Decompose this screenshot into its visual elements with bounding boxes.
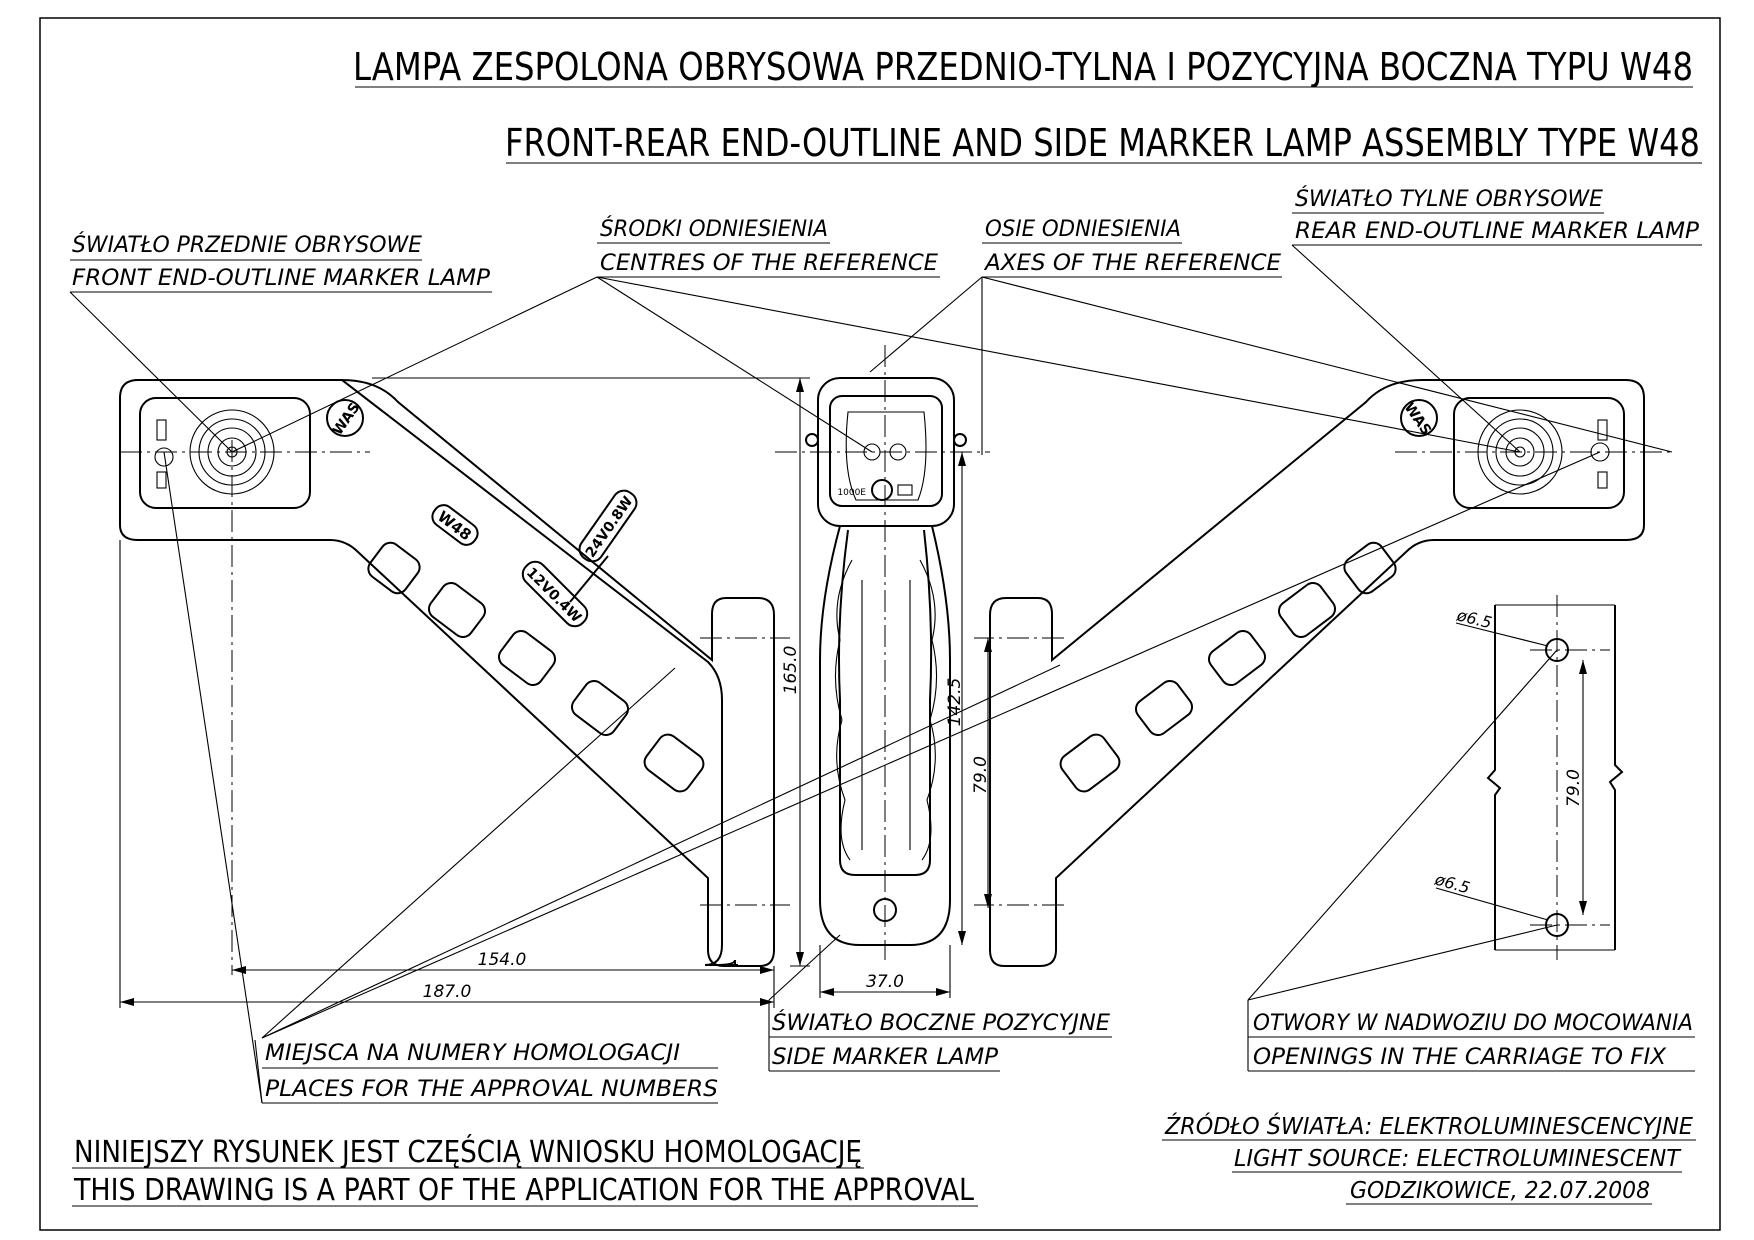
axes-callout: OSIE ODNIESIENIA AXES OF THE REFERENCE xyxy=(982,217,1282,278)
hole-diameter-bottom: ø6.5 xyxy=(1432,869,1472,897)
svg-text:37.0: 37.0 xyxy=(866,972,904,992)
title-polish: LAMPA ZESPOLONA OBRYSOWA PRZEDNIO-TYLNA … xyxy=(353,45,1693,89)
title-english: FRONT-REAR END-OUTLINE AND SIDE MARKER L… xyxy=(505,121,1700,165)
leader-lines xyxy=(69,244,1673,1104)
rear-lamp-callout: ŚWIATŁO TYLNE OBRYSOWE REAR END-OUTLINE … xyxy=(1292,186,1702,246)
svg-text:CENTRES OF THE REFERENCE: CENTRES OF THE REFERENCE xyxy=(600,251,938,276)
dimension-79-side: 79.0 xyxy=(971,638,992,908)
hole-diameter-top: ø6.5 xyxy=(1454,605,1494,632)
approval-callout: MIEJSCA NA NUMERY HOMOLOGACJI PLACES FOR… xyxy=(262,1041,718,1104)
footer-source: ŹRÓDŁO ŚWIATŁA: ELEKTROLUMINESCENCYJNE L… xyxy=(1162,1112,1696,1205)
openings-callout: OTWORY W NADWOZIU DO MOCOWANIA OPENINGS … xyxy=(1248,1011,1695,1072)
mounting-holes-plate: 79.0 ø6.5 ø6.5 xyxy=(1432,595,1624,960)
svg-text:ŚWIATŁO TYLNE OBRYSOWE: ŚWIATŁO TYLNE OBRYSOWE xyxy=(1295,186,1603,212)
svg-text:142.5: 142.5 xyxy=(945,678,965,727)
svg-text:165.0: 165.0 xyxy=(781,646,801,695)
svg-text:THIS DRAWING IS A PART OF THE: THIS DRAWING IS A PART OF THE APPLICATIO… xyxy=(73,1173,974,1208)
svg-text:187.0: 187.0 xyxy=(423,982,472,1002)
svg-text:OSIE ODNIESIENIA: OSIE ODNIESIENIA xyxy=(985,217,1181,242)
svg-text:SIDE MARKER LAMP: SIDE MARKER LAMP xyxy=(772,1045,999,1070)
dimension-37: 37.0 xyxy=(819,945,951,998)
dimension-142: 142.5 xyxy=(945,452,966,945)
svg-text:REAR END-OUTLINE MARKER LAMP: REAR END-OUTLINE MARKER LAMP xyxy=(1295,219,1700,244)
svg-text:ŚWIATŁO PRZEDNIE OBRYSOWE: ŚWIATŁO PRZEDNIE OBRYSOWE xyxy=(72,232,422,258)
svg-text:OTWORY W NADWOZIU DO MOCOWANIA: OTWORY W NADWOZIU DO MOCOWANIA xyxy=(1253,1011,1693,1036)
svg-text:ŹRÓDŁO ŚWIATŁA: ELEKTROLUMINES: ŹRÓDŁO ŚWIATŁA: ELEKTROLUMINESCENCYJNE xyxy=(1164,1112,1693,1140)
svg-text:154.0: 154.0 xyxy=(478,950,527,970)
svg-text:NINIEJSZY RYSUNEK JEST CZĘŚCIĄ: NINIEJSZY RYSUNEK JEST CZĘŚCIĄ WNIOSKU H… xyxy=(74,1133,862,1170)
svg-text:FRONT END-OUTLINE MARKER LAMP: FRONT END-OUTLINE MARKER LAMP xyxy=(72,266,491,291)
brand-logo-right: WAS xyxy=(1401,400,1435,438)
place-date: GODZIKOWICE, 22.07.2008 xyxy=(1350,1178,1650,1204)
svg-text:79.0: 79.0 xyxy=(1564,769,1584,807)
svg-text:ŚRODKI ODNIESIENIA: ŚRODKI ODNIESIENIA xyxy=(600,216,828,242)
front-lamp-callout: ŚWIATŁO PRZEDNIE OBRYSOWE FRONT END-OUTL… xyxy=(70,232,492,293)
svg-text:ŚWIATŁO BOCZNE POZYCYJNE: ŚWIATŁO BOCZNE POZYCYJNE xyxy=(772,1010,1110,1036)
dimension-165: 165.0 xyxy=(372,377,810,967)
side-lamp-body: 1000E xyxy=(805,377,967,946)
svg-text:MIEJSCA NA NUMERY HOMOLOGACJI: MIEJSCA NA NUMERY HOMOLOGACJI xyxy=(265,1041,680,1066)
drawing-frame xyxy=(39,17,1721,1231)
right-lamp-body xyxy=(974,379,1645,967)
svg-text:OPENINGS IN THE CARRIAGE TO FI: OPENINGS IN THE CARRIAGE TO FIX xyxy=(1253,1045,1667,1070)
side-lamp-callout: ŚWIATŁO BOCZNE POZYCYJNE SIDE MARKER LAM… xyxy=(769,1010,1112,1072)
side-approval-code: 1000E xyxy=(837,488,866,498)
svg-text:LIGHT SOURCE: ELECTROLUMINESCE: LIGHT SOURCE: ELECTROLUMINESCENT xyxy=(1234,1146,1682,1172)
footer-note: NINIEJSZY RYSUNEK JEST CZĘŚCIĄ WNIOSKU H… xyxy=(72,1133,978,1208)
left-lamp-body: WAS W48 24V0.8W 12V0.4W xyxy=(119,379,790,967)
brand-logo-left: WAS xyxy=(330,400,364,438)
centres-callout: ŚRODKI ODNIESIENIA CENTRES OF THE REFERE… xyxy=(597,216,940,278)
dimension-187: 187.0 xyxy=(119,540,775,1008)
svg-text:PLACES FOR THE APPROVAL NUMBER: PLACES FOR THE APPROVAL NUMBERS xyxy=(265,1077,718,1102)
dimension-154: 154.0 xyxy=(232,950,774,974)
svg-text:AXES OF THE REFERENCE: AXES OF THE REFERENCE xyxy=(983,251,1281,276)
svg-text:79.0: 79.0 xyxy=(971,756,991,794)
